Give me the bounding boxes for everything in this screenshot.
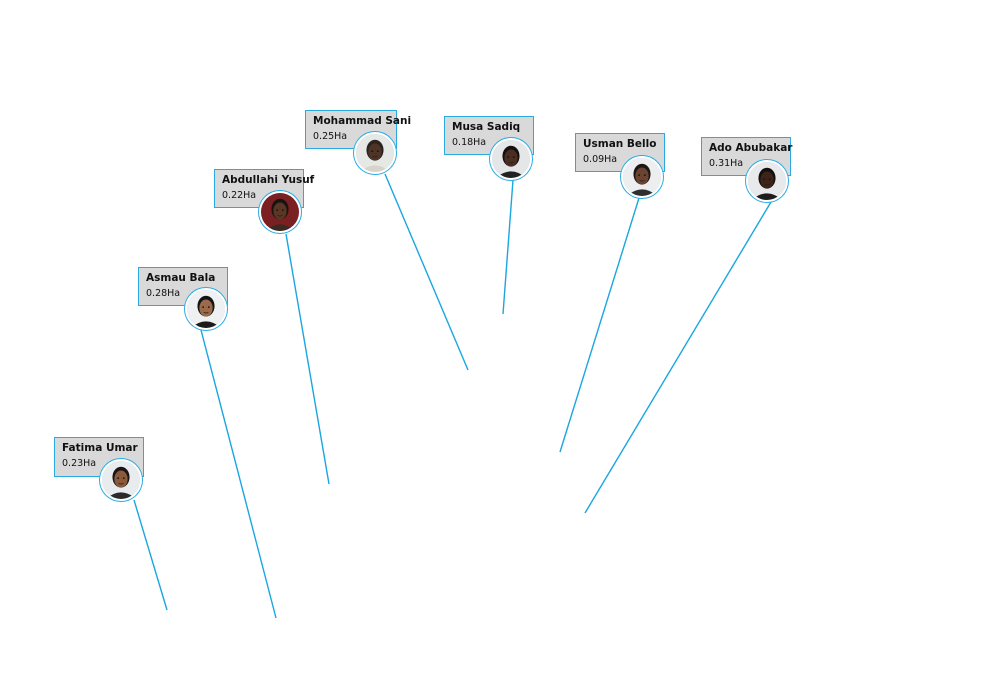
farmer-avatar-photo bbox=[746, 160, 788, 202]
farmer-label-box: Asmau Bala 0.28Ha bbox=[138, 267, 228, 306]
farmer-label-box: Usman Bello 0.09Ha bbox=[575, 133, 665, 172]
farmer-name: Fatima Umar bbox=[62, 442, 138, 454]
farmer-avatar-photo bbox=[490, 138, 532, 180]
farmer-plot-area: 0.28Ha bbox=[146, 288, 181, 299]
leader-line-ado-abubakar bbox=[584, 201, 772, 514]
farmer-avatar-photo bbox=[185, 288, 227, 330]
farmer-plot-area: 0.18Ha bbox=[452, 137, 487, 148]
farmer-avatar-photo bbox=[621, 156, 663, 198]
leader-line-mohammad-sani bbox=[384, 173, 469, 371]
farmer-avatar-photo bbox=[354, 132, 396, 174]
farmer-name: Ado Abubakar bbox=[709, 142, 793, 154]
farmer-plot-area: 0.09Ha bbox=[583, 154, 618, 165]
farmer-name: Abdullahi Yusuf bbox=[222, 174, 315, 186]
leader-line-abdullahi-yusuf bbox=[285, 233, 330, 485]
leader-line-musa-sadiq bbox=[502, 179, 514, 315]
farmer-avatar-photo bbox=[100, 459, 142, 501]
leader-line-usman-bello bbox=[559, 197, 640, 453]
farmer-label-box: Fatima Umar 0.23Ha bbox=[54, 437, 144, 477]
farmer-plot-area: 0.31Ha bbox=[709, 158, 744, 169]
farmer-plot-area: 0.22Ha bbox=[222, 190, 257, 201]
farmer-name: Musa Sadiq bbox=[452, 121, 521, 133]
farmer-avatar-photo bbox=[259, 191, 301, 233]
farmer-name: Mohammad Sani bbox=[313, 115, 412, 127]
farmer-plot-area: 0.25Ha bbox=[313, 131, 348, 142]
leader-line-asmau-bala bbox=[200, 329, 277, 619]
farmer-name: Usman Bello bbox=[583, 138, 657, 150]
farmer-plot-area: 0.23Ha bbox=[62, 458, 97, 469]
leader-line-fatima-umar bbox=[133, 499, 168, 611]
farmer-label-box: Abdullahi Yusuf 0.22Ha bbox=[214, 169, 314, 208]
farmer-name: Asmau Bala bbox=[146, 272, 216, 284]
